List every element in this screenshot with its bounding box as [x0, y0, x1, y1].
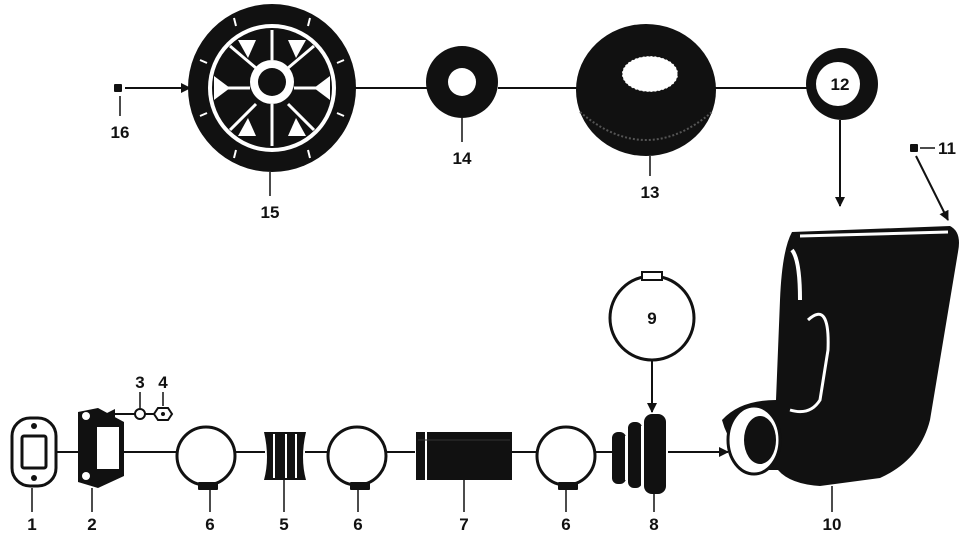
part-15-filter-cover — [188, 4, 356, 196]
part-16-screw — [114, 84, 122, 116]
part-labels: 1 2 3 4 5 6 6 6 7 8 9 10 11 12 13 14 15 … — [27, 75, 956, 534]
part-7-intake-tube — [416, 432, 512, 512]
part-6-hose-clamp-b — [326, 425, 388, 512]
label-part-4: 4 — [158, 373, 168, 392]
label-part-12: 12 — [831, 75, 850, 94]
label-part-13: 13 — [641, 183, 660, 202]
label-part-8: 8 — [649, 515, 658, 534]
label-part-15: 15 — [261, 203, 280, 222]
part-14-seal-ring — [426, 46, 498, 142]
part-10-air-filter-housing — [722, 226, 959, 512]
part-6-hose-clamp-a — [175, 425, 237, 512]
label-part-16: 16 — [111, 123, 130, 142]
part-12-retaining-ring — [806, 48, 878, 207]
label-part-3: 3 — [135, 373, 144, 392]
part-9-hose-clamp-large — [608, 271, 696, 413]
part-3-washer — [134, 392, 146, 420]
label-part-9: 9 — [647, 309, 656, 328]
part-11-screw — [910, 144, 949, 221]
part-8-rubber-bellows — [612, 414, 666, 512]
part-6-hose-clamp-c — [535, 425, 597, 512]
label-part-10: 10 — [823, 515, 842, 534]
label-part-5: 5 — [279, 515, 288, 534]
part-13-filter-element — [576, 24, 716, 176]
label-part-14: 14 — [453, 149, 472, 168]
label-part-6-a: 6 — [205, 515, 214, 534]
part-2-carburetor-flange — [78, 408, 124, 512]
part-4-nut — [152, 392, 174, 421]
part-5-rubber-sleeve — [264, 432, 306, 512]
part-1-gasket — [10, 416, 58, 512]
label-part-1: 1 — [27, 515, 36, 534]
label-part-6-b: 6 — [353, 515, 362, 534]
label-part-7: 7 — [459, 515, 468, 534]
label-part-6-c: 6 — [561, 515, 570, 534]
label-part-11: 11 — [938, 139, 956, 158]
label-part-2: 2 — [87, 515, 96, 534]
